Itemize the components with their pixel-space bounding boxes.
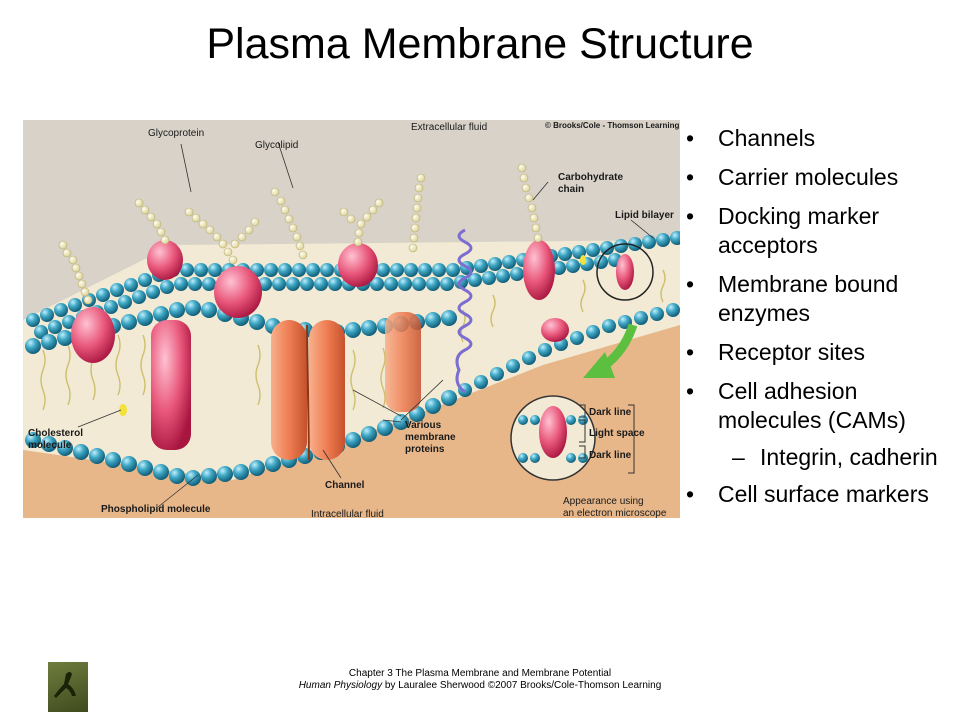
label-cholesterol-2: molecule bbox=[28, 440, 72, 451]
label-phospholipid: Phospholipid molecule bbox=[101, 504, 211, 515]
label-dark-line-top: Dark line bbox=[589, 407, 632, 418]
transmembrane-protein bbox=[151, 312, 421, 450]
label-channel: Channel bbox=[325, 480, 365, 491]
bullet-item: Channels bbox=[680, 124, 955, 153]
peripheral-protein bbox=[71, 307, 115, 363]
helix-protein bbox=[455, 228, 473, 394]
carrier-protein bbox=[523, 240, 555, 300]
peripheral-protein bbox=[147, 240, 183, 280]
label-appearance-1: Appearance using bbox=[563, 496, 644, 507]
footer-book-title: Human Physiology bbox=[298, 680, 383, 691]
bullet-item: Cell adhesion molecules (CAMs) bbox=[680, 377, 955, 435]
bullet-item: Carrier molecules bbox=[680, 163, 955, 192]
book-logo bbox=[48, 662, 88, 712]
label-extracellular: Extracellular fluid bbox=[411, 122, 487, 133]
membrane-diagram: Extracellular fluid © Brooks/Cole - Thom… bbox=[23, 120, 680, 518]
bullet-item: Receptor sites bbox=[680, 338, 955, 367]
label-various-1: Various bbox=[405, 420, 442, 431]
label-lipid-bilayer: Lipid bilayer bbox=[615, 210, 674, 221]
peripheral-protein bbox=[541, 318, 569, 342]
slide-footer: Chapter 3 The Plasma Membrane and Membra… bbox=[240, 668, 720, 692]
label-carbohydrate-2: chain bbox=[558, 184, 584, 195]
footer-credit: Human Physiology by Lauralee Sherwood ©2… bbox=[240, 680, 720, 692]
label-intracellular: Intracellular fluid bbox=[311, 509, 384, 518]
label-dark-line-bottom: Dark line bbox=[589, 450, 632, 461]
bilayer-highlight-circle bbox=[596, 243, 654, 301]
label-glycolipid: Glycolipid bbox=[255, 140, 298, 151]
label-appearance-2: an electron microscope bbox=[563, 508, 667, 518]
label-copyright: © Brooks/Cole - Thomson Learning bbox=[545, 121, 679, 130]
footer-chapter: Chapter 3 The Plasma Membrane and Membra… bbox=[348, 668, 612, 679]
label-cholesterol-1: Cholesterol bbox=[28, 428, 83, 439]
cholesterol-marker bbox=[580, 255, 586, 265]
sub-bullet-item: Integrin, cadherin bbox=[680, 443, 955, 472]
bullet-item: Docking marker acceptors bbox=[680, 202, 955, 260]
label-various-3: proteins bbox=[405, 444, 445, 455]
cholesterol-marker bbox=[119, 404, 127, 416]
slide-title: Plasma Membrane Structure bbox=[206, 20, 754, 68]
peripheral-protein bbox=[214, 266, 262, 318]
label-light-space: Light space bbox=[589, 428, 645, 439]
channel-protein bbox=[271, 320, 345, 461]
bullet-item: Cell surface markers bbox=[680, 480, 955, 509]
footer-publisher: by Lauralee Sherwood ©2007 Brooks/Cole-T… bbox=[382, 680, 662, 691]
bullet-list: Channels Carrier molecules Docking marke… bbox=[680, 124, 955, 519]
peripheral-protein bbox=[338, 243, 378, 287]
label-various-2: membrane bbox=[405, 432, 456, 443]
label-glycoprotein: Glycoprotein bbox=[148, 128, 204, 139]
bullet-item: Membrane bound enzymes bbox=[680, 270, 955, 328]
label-carbohydrate-1: Carbohydrate bbox=[558, 172, 623, 183]
